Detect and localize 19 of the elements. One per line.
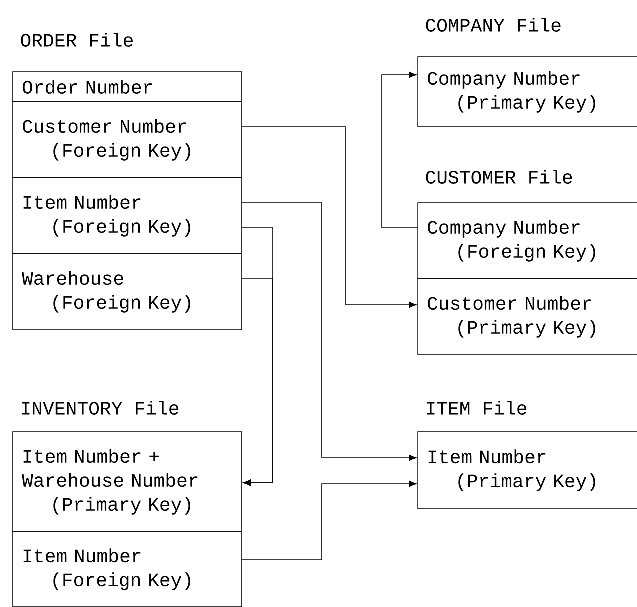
- field-box: Warehouse (Foreign Key): [12, 254, 242, 330]
- arrow: [242, 278, 274, 486]
- field-box: Customer Number (Foreign Key): [12, 102, 242, 178]
- field-box: Company Number (Primary Key): [418, 56, 637, 128]
- file-title: COMPANY File: [426, 18, 561, 32]
- arrow: [242, 126, 417, 308]
- field-box: Item Number (Foreign Key): [12, 178, 242, 254]
- field-box: Item Number (Foreign Key): [12, 532, 242, 607]
- field-box: Item Number (Primary Key): [418, 432, 637, 510]
- arrow: [242, 480, 417, 560]
- arrow: [242, 202, 417, 462]
- arrow: [382, 72, 418, 228]
- file-title: CUSTOMER File: [426, 170, 572, 184]
- field-box: Item Number + Warehouse Number (Primary Key): [12, 432, 242, 532]
- field-box: Order Number: [12, 72, 242, 102]
- file-title: ITEM File: [427, 401, 527, 415]
- field-box: Customer Number (Primary Key): [418, 278, 637, 356]
- field-box: Company Number (Foreign Key): [418, 202, 637, 280]
- file-title: ORDER File: [21, 33, 133, 47]
